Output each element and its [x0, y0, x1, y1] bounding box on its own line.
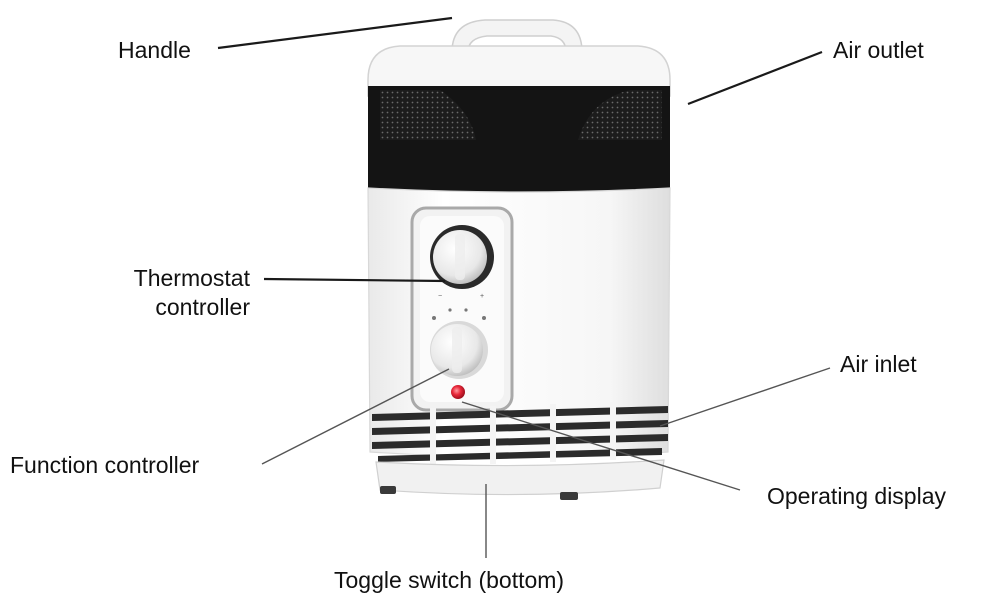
- leader-lines-thin: [261, 367, 831, 558]
- leader-air-inlet: [659, 367, 831, 427]
- leader-air-outlet: [687, 50, 823, 106]
- leader-thermostat: [263, 277, 446, 283]
- callout-operating-display: Operating display: [767, 483, 946, 509]
- leader-operating-display: [461, 401, 741, 491]
- callout-air-inlet: Air inlet: [840, 351, 917, 377]
- callout-thermostat-controller: Thermostat controller: [100, 264, 250, 322]
- leader-handle: [217, 16, 453, 50]
- base-foot-left: [380, 486, 396, 494]
- base-foot-right: [560, 492, 578, 500]
- air-inlet-vents: [372, 406, 668, 462]
- vent-dividers: [430, 402, 616, 466]
- thermostat-max-mark: +: [480, 293, 484, 300]
- top-cap: [367, 45, 671, 97]
- thermostat-knob-grip: [455, 234, 465, 280]
- callout-handle: Handle: [118, 37, 191, 63]
- outlet-mesh-right: [578, 90, 662, 140]
- callout-function-controller: Function controller: [10, 452, 200, 478]
- thermostat-min-mark: −: [438, 293, 442, 300]
- callout-toggle-switch: Toggle switch (bottom): [334, 567, 565, 593]
- heater-base: [375, 459, 665, 496]
- leader-lines: [217, 16, 823, 283]
- callout-thermostat-line2: controller: [155, 294, 250, 320]
- leader-function: [261, 368, 450, 465]
- function-dial-marks: [432, 308, 486, 320]
- outlet-mesh-left: [380, 90, 476, 140]
- operating-display-led: [451, 385, 465, 399]
- callout-air-outlet: Air outlet: [833, 37, 924, 63]
- callout-thermostat-line1: Thermostat: [133, 265, 250, 291]
- function-knob-grip: [452, 327, 462, 373]
